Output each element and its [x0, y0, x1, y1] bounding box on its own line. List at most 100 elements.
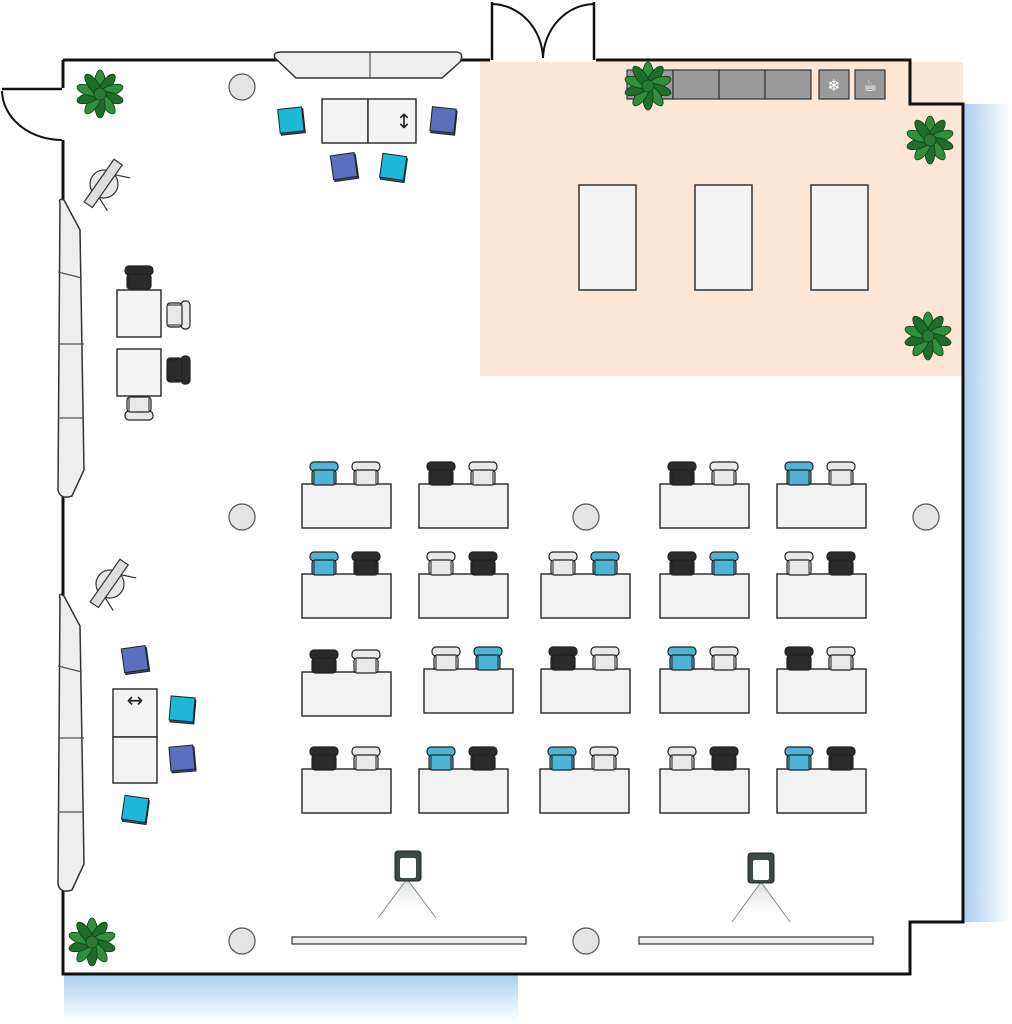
- classroom-desk: [418, 768, 509, 814]
- classroom-desk: [659, 483, 750, 529]
- flipchart-stand-lower: [89, 558, 137, 612]
- chair-black: [166, 355, 191, 385]
- snowflake-icon: ❄: [827, 76, 840, 95]
- projector-right: [731, 852, 791, 923]
- pillar: [572, 927, 600, 955]
- classroom-desk: [776, 668, 867, 714]
- chair-blue: [309, 461, 339, 486]
- chair-blue: [590, 551, 620, 576]
- chair-black: [351, 551, 381, 576]
- classroom-desk: [776, 768, 867, 814]
- classroom-desk: [301, 671, 392, 717]
- coffee-machine: ☕: [854, 69, 886, 100]
- projector-left: [377, 850, 437, 919]
- sofa-top: [273, 51, 463, 79]
- chair-white: [426, 551, 456, 576]
- lounge-table-left: ↔: [112, 688, 158, 784]
- ottoman-purple: [329, 152, 360, 183]
- screen-right: [638, 936, 874, 945]
- chair-blue: [547, 746, 577, 771]
- chair-black: [426, 461, 456, 486]
- chair-black: [309, 649, 339, 674]
- entrance-double-door[interactable]: [490, 2, 596, 60]
- classroom-desk: [301, 768, 392, 814]
- buffet-table-1: [578, 184, 637, 291]
- pillar: [228, 927, 256, 955]
- plant: [624, 61, 672, 111]
- pillar: [228, 503, 256, 531]
- plant: [904, 311, 952, 361]
- chair-blue: [784, 461, 814, 486]
- pillar: [572, 503, 600, 531]
- furniture-layer: [68, 61, 954, 967]
- desk-left-lower: [116, 348, 162, 397]
- side-door[interactable]: [1, 87, 63, 141]
- ottoman-cyan: [168, 695, 197, 725]
- fridge: ❄: [818, 69, 850, 100]
- chair-blue: [784, 746, 814, 771]
- classroom-desk: [540, 668, 631, 714]
- chair-white: [709, 646, 739, 671]
- classroom-desk: [423, 668, 514, 714]
- buffet-table-3: [810, 184, 869, 291]
- chair-white: [589, 746, 619, 771]
- chair-white: [590, 646, 620, 671]
- lounge-table-top: ↕: [321, 98, 417, 144]
- double-arrow-horizontal-icon: ↔: [127, 688, 144, 712]
- chair-white: [124, 396, 154, 421]
- chair-black: [826, 746, 856, 771]
- chair-black: [667, 461, 697, 486]
- screen-left: [291, 936, 527, 945]
- chair-white: [351, 649, 381, 674]
- chair-black: [784, 646, 814, 671]
- chair-black: [548, 646, 578, 671]
- classroom-desk: [659, 768, 750, 814]
- chair-white: [468, 461, 498, 486]
- chair-black: [309, 746, 339, 771]
- double-arrow-vertical-icon: ↕: [396, 109, 413, 133]
- chair-black: [826, 551, 856, 576]
- classroom-desk: [301, 483, 392, 529]
- pillar: [228, 73, 256, 101]
- chair-white: [351, 746, 381, 771]
- chair-black: [709, 746, 739, 771]
- classroom-desk: [418, 483, 509, 529]
- window-glow-right: [963, 104, 1011, 922]
- chair-white: [826, 461, 856, 486]
- window-glow-bottom: [64, 974, 518, 1022]
- chair-black: [667, 551, 697, 576]
- classroom-desk: [418, 573, 509, 619]
- sofa-left-lower: [57, 593, 85, 892]
- classroom-desk: [776, 573, 867, 619]
- chair-blue: [426, 746, 456, 771]
- ottoman-purple: [429, 106, 458, 136]
- chair-blue: [709, 551, 739, 576]
- chair-white: [709, 461, 739, 486]
- classroom-desk: [659, 668, 750, 714]
- classroom-desk: [301, 573, 392, 619]
- chair-blue: [473, 646, 503, 671]
- chair-white: [667, 746, 697, 771]
- chair-white: [351, 461, 381, 486]
- chair-white: [431, 646, 461, 671]
- sofa-left-upper: [57, 198, 85, 498]
- ottoman-cyan: [277, 106, 306, 136]
- ottoman-purple: [168, 744, 197, 774]
- classroom-desk: [540, 573, 631, 619]
- pillar: [912, 503, 940, 531]
- chair-black: [468, 746, 498, 771]
- classroom-desk: [776, 483, 867, 529]
- flipchart-stand-upper: [83, 158, 131, 212]
- chair-black: [124, 265, 154, 290]
- plant: [906, 115, 954, 165]
- chair-black: [468, 551, 498, 576]
- classroom-desk: [539, 768, 630, 814]
- classroom-desk: [659, 573, 750, 619]
- ottoman-purple: [120, 645, 151, 676]
- coffee-cup-icon: ☕: [863, 76, 877, 95]
- plant: [68, 917, 116, 967]
- buffet-table-2: [694, 184, 753, 291]
- desk-left-upper: [116, 289, 162, 338]
